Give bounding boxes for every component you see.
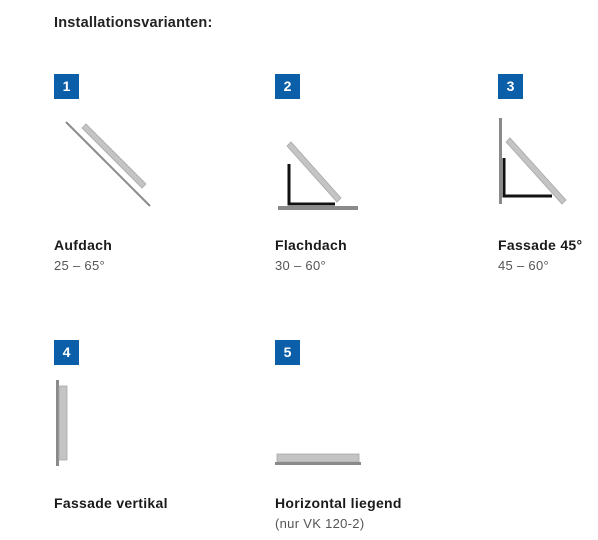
number-badge-5: 5	[275, 340, 300, 365]
variant-title: Aufdach	[54, 237, 113, 253]
roof-mount-drawing	[65, 121, 151, 207]
variant-flachdach: 2 Flachdach 30 – 60°	[275, 74, 445, 273]
page-heading: Installationsvarianten:	[54, 15, 213, 31]
collector-panel	[286, 141, 342, 203]
collector-panel	[505, 137, 567, 205]
variant-title: Flachdach	[275, 237, 347, 253]
variant-title: Horizontal liegend	[275, 495, 402, 511]
ground-line	[278, 206, 358, 210]
variant-horizontal-liegend: 5 Horizontal liegend (nur VK 120-2)	[275, 340, 445, 531]
variant-aufdach: 1 Aufdach 25 – 65°	[54, 74, 224, 273]
collector-panel	[58, 385, 68, 461]
collector-panel	[276, 453, 360, 463]
vertical-facade-drawing	[56, 380, 68, 466]
support-frame	[502, 158, 552, 198]
variant-angle: 25 – 65°	[54, 258, 105, 273]
variant-note: (nur VK 120-2)	[275, 516, 365, 531]
wall-line	[56, 380, 59, 466]
collector-panel	[81, 123, 147, 189]
number-badge-1: 1	[54, 74, 79, 99]
fassade-45-diagram	[498, 114, 598, 224]
support-frame	[287, 164, 335, 206]
wall-line	[499, 118, 502, 204]
variant-angle: 30 – 60°	[275, 258, 326, 273]
fassade-vertikal-diagram	[54, 380, 224, 490]
horizontal-liegend-diagram	[275, 380, 445, 490]
aufdach-diagram	[54, 114, 224, 224]
horizontal-drawing	[275, 453, 361, 465]
variant-fassade-vertikal: 4 Fassade vertikal	[54, 340, 224, 530]
facade-45-drawing	[499, 118, 567, 205]
variant-title: Fassade vertikal	[54, 495, 168, 511]
ground-line	[275, 462, 361, 465]
variant-angle: 45 – 60°	[498, 258, 549, 273]
number-badge-3: 3	[498, 74, 523, 99]
variant-title: Fassade 45°	[498, 237, 583, 253]
roof-line	[65, 121, 151, 207]
number-badge-4: 4	[54, 340, 79, 365]
variant-fassade-45: 3 Fassade 45° 45 – 60°	[498, 74, 598, 273]
flat-roof-drawing	[278, 141, 358, 210]
number-badge-2: 2	[275, 74, 300, 99]
flachdach-diagram	[275, 114, 445, 224]
